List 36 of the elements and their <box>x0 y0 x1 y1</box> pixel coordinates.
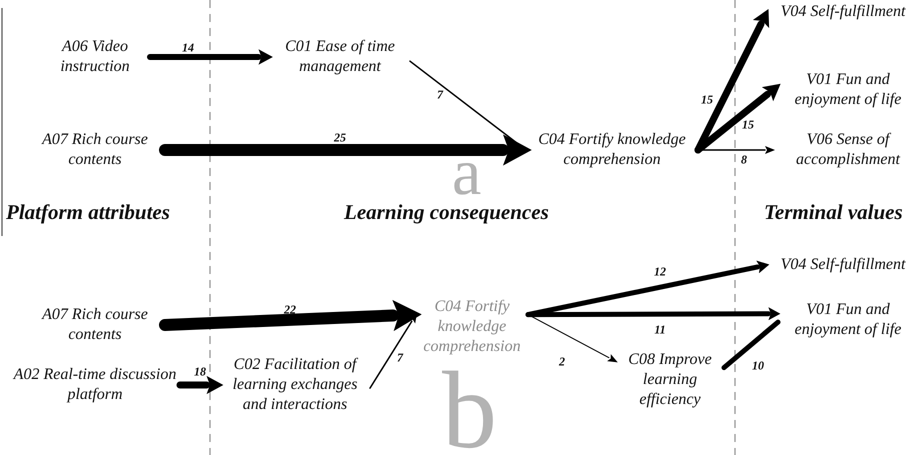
concept-label: C02 Facilitation of learning exchanges and interactions <box>220 354 370 416</box>
edge-label: 11 <box>654 324 666 336</box>
arrow <box>147 49 273 65</box>
concept-label: V01 Fun and enjoyment of life <box>778 299 918 341</box>
concept-label: C01 Ease of time management <box>270 36 410 78</box>
concept-label: A06 Video instruction <box>40 36 150 78</box>
edge-label: 10 <box>752 360 764 372</box>
edge-label: 22 <box>284 304 296 316</box>
concept-label: C08 Improve learning efficiency <box>616 349 724 411</box>
concept-label: C04 Fortify knowledge comprehension <box>526 129 698 171</box>
column-heading: Terminal values <box>764 199 903 225</box>
concept-label: A07 Rich course contents <box>25 129 165 171</box>
concept-label: A02 Real-time discussion platform <box>10 364 180 406</box>
edge-label: 7 <box>437 88 443 102</box>
edge-label: 15 <box>742 118 754 132</box>
concept-label: C04 Fortify knowledge comprehension <box>416 296 528 358</box>
concept-label: V06 Sense of accomplishment <box>773 129 922 171</box>
edge-label: 2 <box>559 356 565 368</box>
panel-letter: b <box>442 355 497 455</box>
edge-label: 18 <box>194 366 206 378</box>
edge-label: 7 <box>397 352 403 364</box>
concept-label: V04 Self-fulfillment <box>767 254 919 276</box>
concept-label: V04 Self-fulfillment <box>767 1 919 23</box>
column-heading: Platform attributes <box>6 199 170 225</box>
arrow <box>694 84 781 154</box>
arrow <box>176 376 224 394</box>
arrow <box>159 134 532 166</box>
edge-label: 8 <box>741 154 747 166</box>
edge-label: 15 <box>701 94 713 106</box>
concept-label: A07 Rich course contents <box>25 304 165 346</box>
edge-label: 14 <box>182 42 194 54</box>
edge-label: 25 <box>334 132 346 144</box>
arrow <box>159 300 422 332</box>
arrow <box>526 307 780 320</box>
concept-label: V01 Fun and enjoyment of life <box>778 69 918 111</box>
edge-label: 12 <box>654 266 666 278</box>
